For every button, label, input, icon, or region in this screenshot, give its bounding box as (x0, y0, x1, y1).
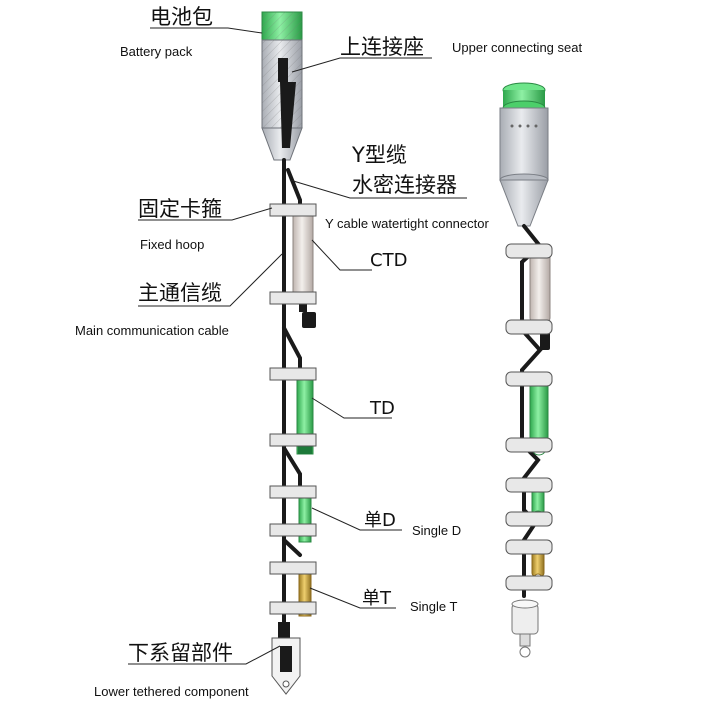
upper-seat-label-zh: 上连接座 (340, 35, 424, 59)
left-assembly: 电池包 Battery pack 上连接座 Upper connecting s… (75, 5, 582, 699)
fixed-hoops-3d (505, 243, 553, 591)
right-assembly-3d (499, 82, 553, 658)
main-cable-label-zh: 主通信缆 (138, 281, 222, 305)
y-cable-label-zh-2: 水密连接器 (352, 173, 457, 197)
main-cable (282, 158, 302, 642)
ctd-label: CTD (370, 250, 407, 271)
lower-label-zh: 下系留部件 (128, 641, 233, 665)
ctd-instrument-3d (529, 249, 551, 350)
hoop-label-zh: 固定卡箍 (138, 197, 222, 221)
fixed-hoops (269, 203, 317, 615)
single-d-label-zh: 单D (364, 510, 396, 531)
battery-label-zh: 电池包 (150, 5, 213, 29)
buoy-hull-3d (499, 107, 549, 227)
buoy-hull (261, 39, 303, 161)
ctd-instrument (292, 211, 316, 328)
single-t-label-en: Single T (410, 599, 458, 614)
td-label: TD (369, 398, 395, 419)
hoop-label-en: Fixed hoop (140, 237, 204, 252)
lower-tethered-component (271, 622, 301, 695)
lower-tethered-component-3d (511, 599, 539, 658)
single-d-label-en: Single D (412, 523, 461, 538)
y-cable-label-en: Y cable watertight connector (325, 216, 489, 231)
single-t-label-zh: 单T (362, 588, 392, 609)
main-cable-label-en: Main communication cable (75, 323, 229, 338)
y-cable-label-zh-1: Y型缆 (351, 143, 407, 167)
leader-lines (128, 27, 467, 665)
upper-seat-label-en: Upper connecting seat (452, 40, 582, 55)
battery-label-en: Battery pack (120, 44, 193, 59)
lower-label-en: Lower tethered component (94, 684, 249, 699)
